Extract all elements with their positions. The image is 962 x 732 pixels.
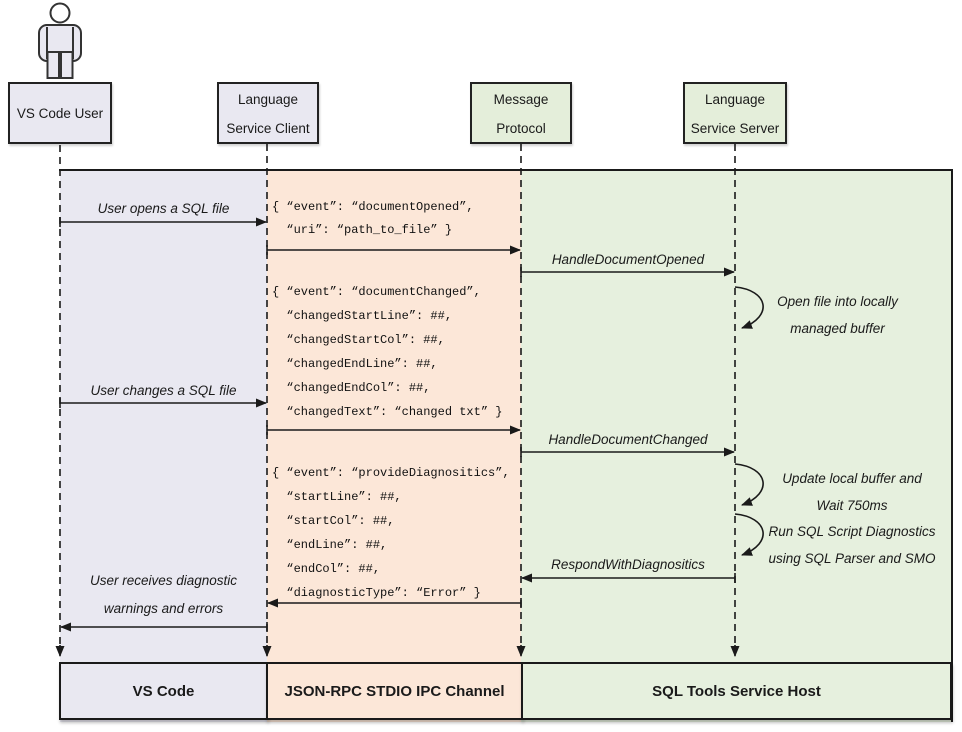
lane-top-border — [59, 169, 953, 171]
note-open-file-line2: managed buffer — [790, 321, 885, 336]
footer-ipc-channel: JSON-RPC STDIO IPC Channel — [266, 662, 523, 720]
participant-label: Service Client — [226, 120, 310, 136]
selfloop-update-buffer — [734, 463, 764, 506]
label-user-receives-line1: User receives diagnostic — [89, 573, 238, 588]
participant-message-protocol: Message Protocol — [470, 82, 572, 144]
host-lane-background — [521, 170, 953, 722]
ipc-lane-background — [267, 170, 521, 722]
label-respond-with-diagnostics: RespondWithDiagnositics — [551, 557, 705, 572]
payload-document-changed: { “event”: “documentChanged”, “changedSt… — [272, 285, 503, 419]
footer-vscode: VS Code — [59, 662, 268, 720]
payload-document-opened: { “event”: “documentOpened”, “uri”: “pat… — [272, 200, 474, 237]
label-user-changes: User changes a SQL file — [90, 383, 237, 398]
participant-label: VS Code User — [16, 106, 104, 121]
footer-sql-tools-service-host: SQL Tools Service Host — [521, 662, 952, 720]
participant-label: Language — [704, 91, 766, 107]
label-user-receives-line2: warnings and errors — [103, 601, 224, 616]
footer-label: JSON-RPC STDIO IPC Channel — [284, 682, 505, 700]
participant-vscode-user: VS Code User — [8, 82, 112, 144]
note-run-diagnostics-line1: Run SQL Script Diagnostics — [768, 524, 936, 539]
note-run-diagnostics-line2: using SQL Parser and SMO — [768, 551, 936, 566]
note-open-file-line1: Open file into locally — [777, 294, 898, 309]
label-user-opens: User opens a SQL file — [97, 201, 230, 216]
selfloop-run-diagnostics — [734, 513, 764, 556]
footer-label: VS Code — [132, 682, 195, 700]
participant-label: Language — [237, 91, 299, 107]
participant-label: Service Server — [690, 120, 780, 136]
selfloop-open-file — [734, 286, 764, 329]
label-handle-document-changed: HandleDocumentChanged — [548, 432, 708, 447]
participant-language-service-server: Language Service Server — [683, 82, 787, 144]
participant-label: Message — [493, 91, 549, 107]
footer-label: SQL Tools Service Host — [652, 682, 821, 700]
note-update-buffer-line1: Update local buffer and — [782, 471, 922, 486]
user-actor-icon — [38, 2, 82, 79]
note-update-buffer-line2: Wait 750ms — [816, 498, 888, 513]
label-handle-document-opened: HandleDocumentOpened — [551, 252, 705, 267]
payload-provide-diagnostics: { “event”: “provideDiagnositics”, “start… — [272, 466, 510, 600]
vscode-lane-background — [60, 170, 267, 722]
participant-language-service-client: Language Service Client — [217, 82, 319, 144]
participant-label: Protocol — [496, 120, 546, 136]
